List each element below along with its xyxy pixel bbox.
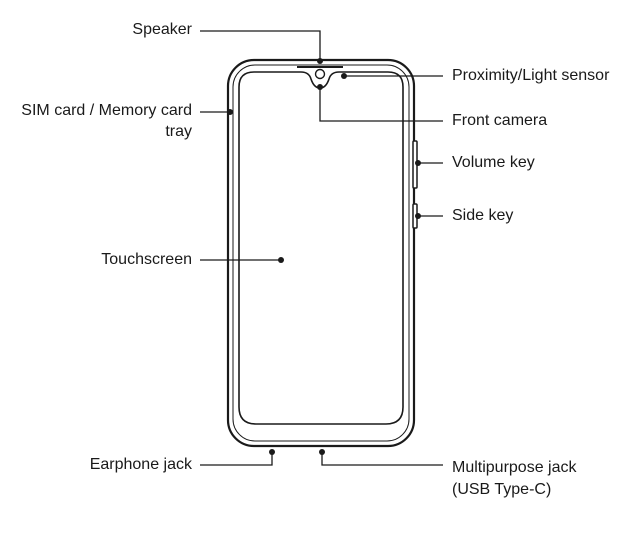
label-front-camera: Front camera (452, 112, 548, 129)
callout-touchscreen (200, 257, 284, 263)
callout-speaker (200, 30, 323, 64)
callout-volume-key (415, 160, 443, 166)
label-touchscreen: Touchscreen (101, 251, 192, 268)
phone-bezel (232, 64, 410, 442)
callout-side-key (415, 213, 443, 219)
label-side-key: Side key (452, 207, 514, 224)
label-multipurpose-jack-line2: (USB Type-C) (452, 481, 552, 498)
label-earphone-jack: Earphone jack (89, 456, 192, 473)
label-proximity-sensor: Proximity/Light sensor (452, 67, 610, 84)
label-multipurpose-jack-line1: Multipurpose jack (452, 459, 577, 476)
label-sim-tray-line2: tray (165, 123, 192, 140)
callout-sim-tray (200, 109, 233, 115)
label-volume-key: Volume key (452, 154, 535, 171)
callout-earphone-jack (200, 449, 275, 466)
callout-multipurpose-jack (319, 449, 443, 466)
callout-front-camera (317, 84, 443, 122)
phone-body (226, 58, 416, 448)
callout-proximity-sensor (341, 73, 443, 79)
label-speaker: Speaker (132, 21, 192, 38)
touchscreen-area (238, 71, 404, 425)
front-camera-lens (314, 68, 326, 80)
label-sim-tray-line1: SIM card / Memory card (21, 102, 192, 119)
